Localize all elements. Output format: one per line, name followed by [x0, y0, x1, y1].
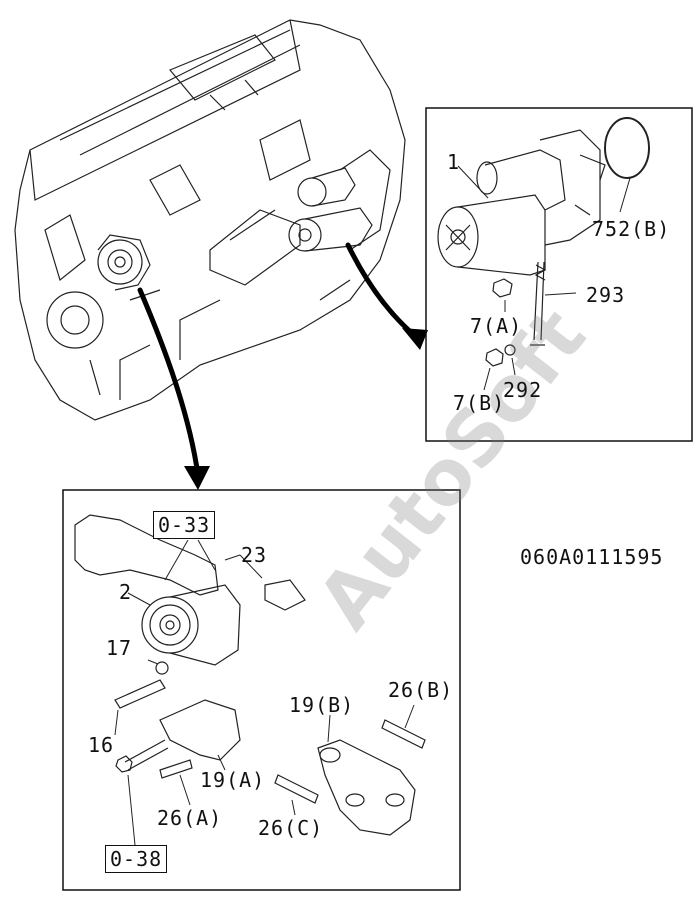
ref-box-top: 0-33	[153, 511, 216, 539]
leader-arrows	[137, 242, 423, 478]
label-bracket-19a: 19(A)	[200, 768, 266, 792]
bolt-26b-shape	[381, 719, 426, 749]
washer-17-shape	[155, 661, 169, 675]
label-nut-7a: 7(A)	[470, 314, 523, 338]
engine-starter-motor	[288, 167, 373, 252]
label-alternator: 2	[119, 580, 133, 604]
bolt-26c-shape	[274, 774, 319, 804]
label-bolt-26b: 26(B)	[388, 678, 454, 702]
label-o-ring: 752(B)	[592, 217, 671, 241]
starter-detail-panel	[425, 107, 693, 442]
alternator-leader-lines	[114, 539, 415, 846]
bolt-16-shape	[114, 679, 166, 709]
diagram-code: 060A0111595	[520, 545, 664, 569]
label-bolt-16: 16	[88, 733, 115, 757]
arrow-head-alternator	[184, 466, 210, 490]
label-bolt-26c: 26(C)	[258, 816, 324, 840]
ground-cable	[533, 261, 545, 341]
label-washer-17: 17	[106, 636, 133, 660]
ref-box-bottom: 0-38	[105, 845, 168, 873]
arrow-head-starter	[402, 328, 428, 350]
o-ring	[604, 117, 650, 179]
alternator-parts	[74, 514, 426, 836]
bracket-19a-shape	[159, 699, 241, 761]
engine-block	[14, 19, 406, 421]
nut-7a-shape	[492, 278, 513, 298]
label-cable: 293	[586, 283, 626, 307]
alternator-bracket-23	[74, 514, 219, 596]
label-starter: 1	[447, 150, 461, 174]
label-bracket-19b: 19(B)	[289, 693, 355, 717]
starter-leader-lines	[457, 165, 631, 391]
engine-alternator	[97, 234, 151, 291]
label-bolt-26a: 26(A)	[157, 806, 223, 830]
starter-parts	[437, 117, 650, 367]
bracket-19b-shape	[317, 739, 416, 836]
label-washer-292: 292	[503, 378, 543, 402]
label-nut-7b: 7(B)	[453, 391, 506, 415]
alternator-detail-panel	[62, 489, 461, 891]
nut-7b-shape	[485, 348, 504, 367]
label-bracket-23: 23	[241, 543, 268, 567]
